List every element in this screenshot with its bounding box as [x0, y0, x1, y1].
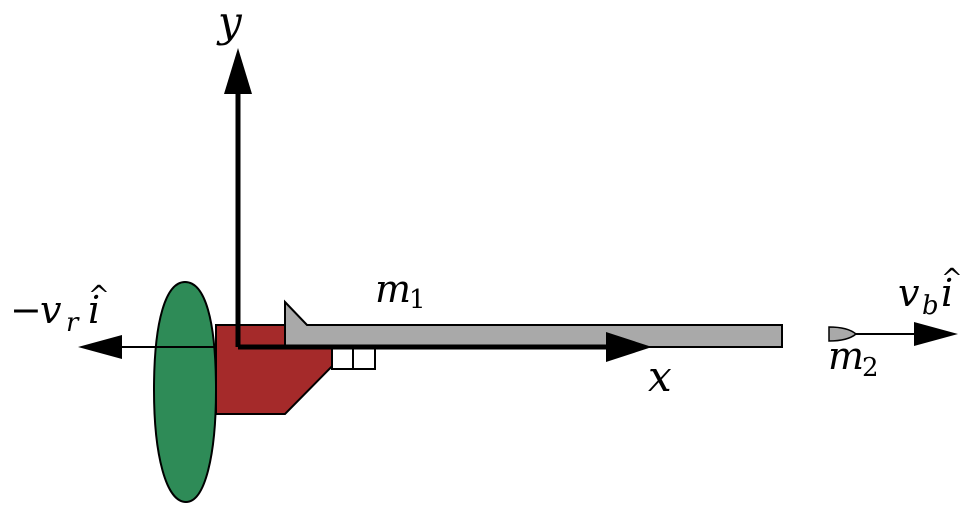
shoulder-shape — [152, 280, 218, 504]
bullet-shape — [828, 326, 858, 342]
recoil-arrow-head — [78, 335, 122, 359]
recoil-velocity-label: − v r i ^ — [10, 281, 110, 338]
recoil-hat: ^ — [88, 281, 110, 311]
bullet-mass-symbol: m — [828, 334, 864, 378]
y-axis-arrow-head — [224, 48, 252, 94]
bullet-velocity-hat: ^ — [941, 264, 963, 294]
bullet-mass-subscript: 2 — [862, 353, 879, 383]
recoil-unit-vector: i — [88, 288, 100, 332]
gun-mass-symbol: m — [375, 267, 411, 311]
gun-barrel — [284, 299, 783, 348]
trigger-box-left — [331, 347, 354, 370]
trigger-box-right — [352, 347, 376, 370]
bullet-velocity-label: v b i ^ — [898, 264, 963, 321]
bullet-velocity-subscript: b — [922, 291, 939, 321]
gun-mass-subscript: 1 — [409, 285, 426, 315]
recoil-symbol: v — [40, 288, 62, 332]
gun-mass-label: m 1 — [375, 267, 426, 315]
recoil-sign: − — [10, 288, 42, 332]
bullet-arrow-head — [914, 322, 958, 346]
x-axis-label: x — [648, 352, 672, 401]
y-axis-label: y — [216, 0, 243, 46]
bullet-mass-label: m 2 — [828, 334, 879, 383]
recoil-subscript: r — [66, 308, 80, 338]
bullet-velocity-unit-vector: i — [941, 271, 953, 315]
x-axis-arrow-head — [606, 332, 652, 362]
bullet-velocity-symbol: v — [898, 271, 920, 315]
